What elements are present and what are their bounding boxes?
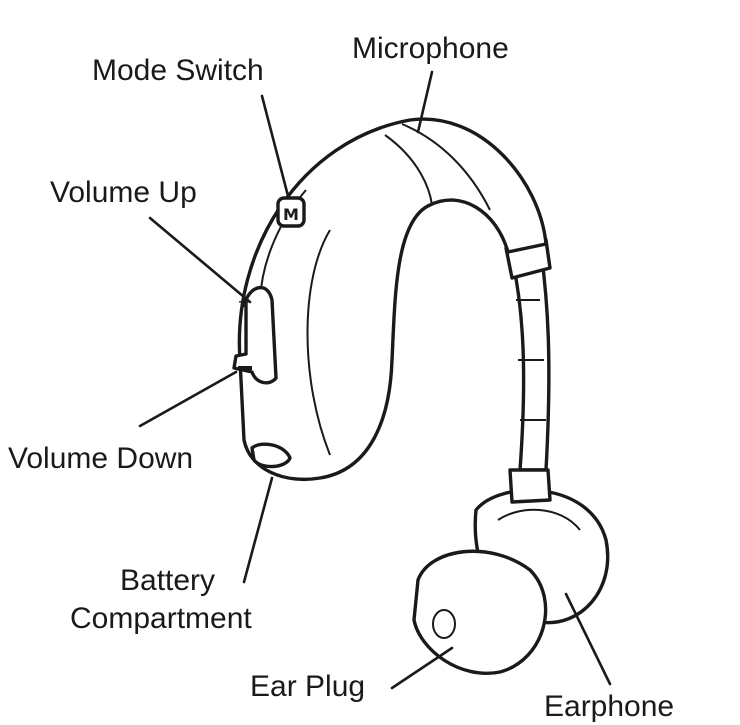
microphone-leader xyxy=(416,70,434,134)
ear-plug-label: Ear Plug xyxy=(250,670,365,703)
hearing-aid-body xyxy=(237,117,548,482)
volume-down-label: Volume Down xyxy=(8,442,193,475)
volume-up-leader xyxy=(148,216,252,304)
battery-compartment[interactable] xyxy=(250,442,292,469)
volume-up-label: Volume Up xyxy=(50,176,197,209)
earphone-label: Earphone xyxy=(544,690,674,723)
ear-plug-hole xyxy=(432,609,456,639)
earphone-leader xyxy=(564,592,612,686)
volume-down-leader xyxy=(138,370,238,428)
svg-text:M: M xyxy=(283,205,299,224)
volume-rocker[interactable]: + xyxy=(232,285,278,385)
ear-plug-leader xyxy=(390,646,454,690)
ear-plug xyxy=(412,549,548,675)
mode-switch-label: Mode Switch xyxy=(92,54,264,87)
minus-icon xyxy=(238,366,252,370)
plus-icon: + xyxy=(237,292,250,311)
battery-label-line1: Battery xyxy=(120,564,215,597)
microphone-label: Microphone xyxy=(352,32,509,65)
mode-switch-button[interactable]: M xyxy=(276,196,306,228)
mode-switch-leader xyxy=(260,94,290,198)
battery-leader xyxy=(242,476,274,584)
battery-label-line2: Compartment xyxy=(70,602,252,635)
